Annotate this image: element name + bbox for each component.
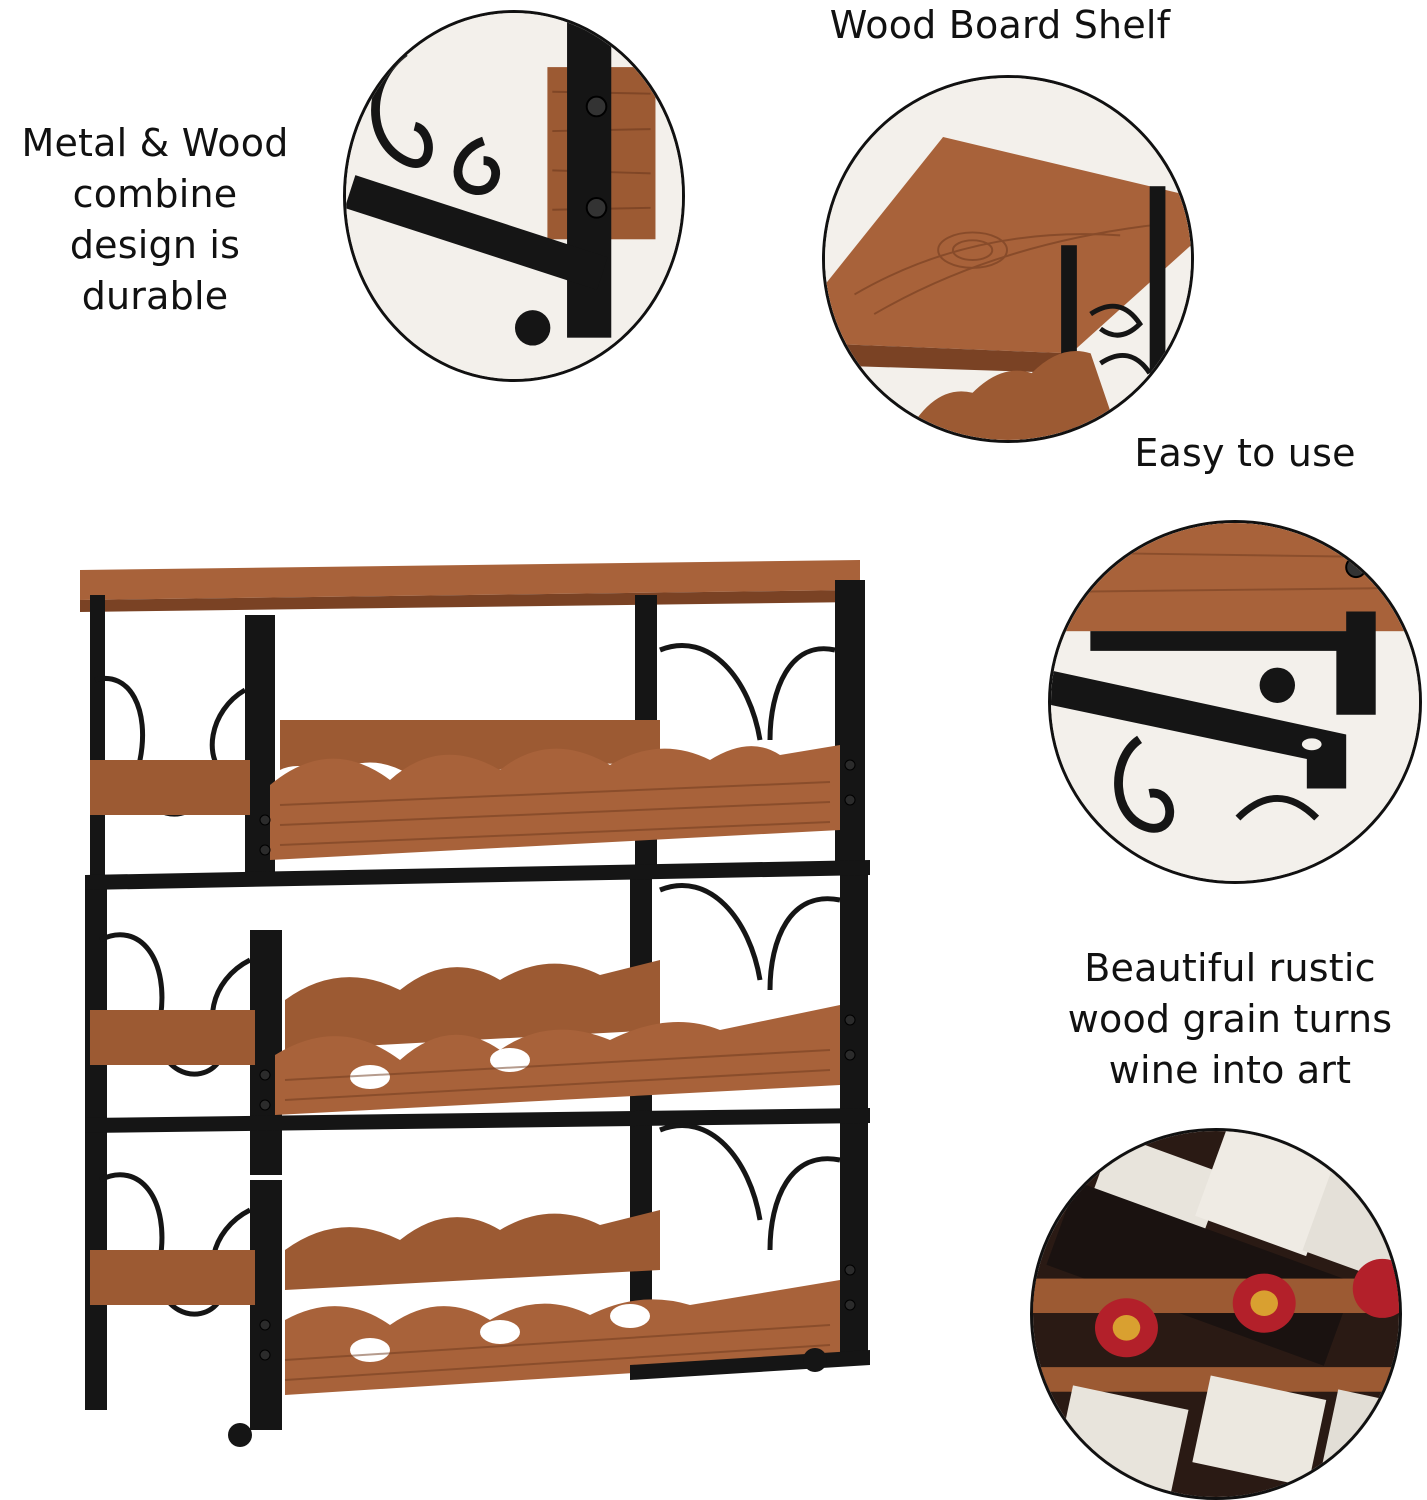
detail-circle-wine-bottles: [1030, 1128, 1402, 1500]
wood-shelf-closeup-icon: [825, 78, 1191, 440]
caption-easy-to-use: Easy to use: [1110, 428, 1380, 479]
caption-line: Wood Board Shelf: [829, 3, 1171, 47]
wine-bottles-closeup-icon: [1033, 1131, 1399, 1497]
caption-wood-board-shelf: Wood Board Shelf: [815, 0, 1185, 51]
caption-metal-wood: Metal & Wood combine design is durable: [0, 118, 310, 322]
stacking-bracket-closeup-icon: [1051, 523, 1419, 881]
caption-line: Easy to use: [1134, 431, 1356, 475]
caption-line: combine: [72, 172, 238, 216]
detail-circle-frame-joint: [343, 10, 685, 382]
caption-line: Metal & Wood: [21, 121, 289, 165]
wine-rack-product: [70, 560, 870, 1500]
detail-circle-wood-shelf: [822, 75, 1194, 443]
wine-rack-product-icon: [80, 560, 870, 1447]
caption-line: Beautiful rustic: [1084, 946, 1376, 990]
frame-joint-closeup-icon: [346, 13, 682, 379]
caption-line: wine into art: [1108, 1048, 1352, 1092]
caption-line: wood grain turns: [1067, 997, 1393, 1041]
caption-rustic-wood: Beautiful rustic wood grain turns wine i…: [1060, 943, 1400, 1096]
detail-circle-bracket: [1048, 520, 1422, 884]
caption-line: design is durable: [69, 223, 241, 318]
